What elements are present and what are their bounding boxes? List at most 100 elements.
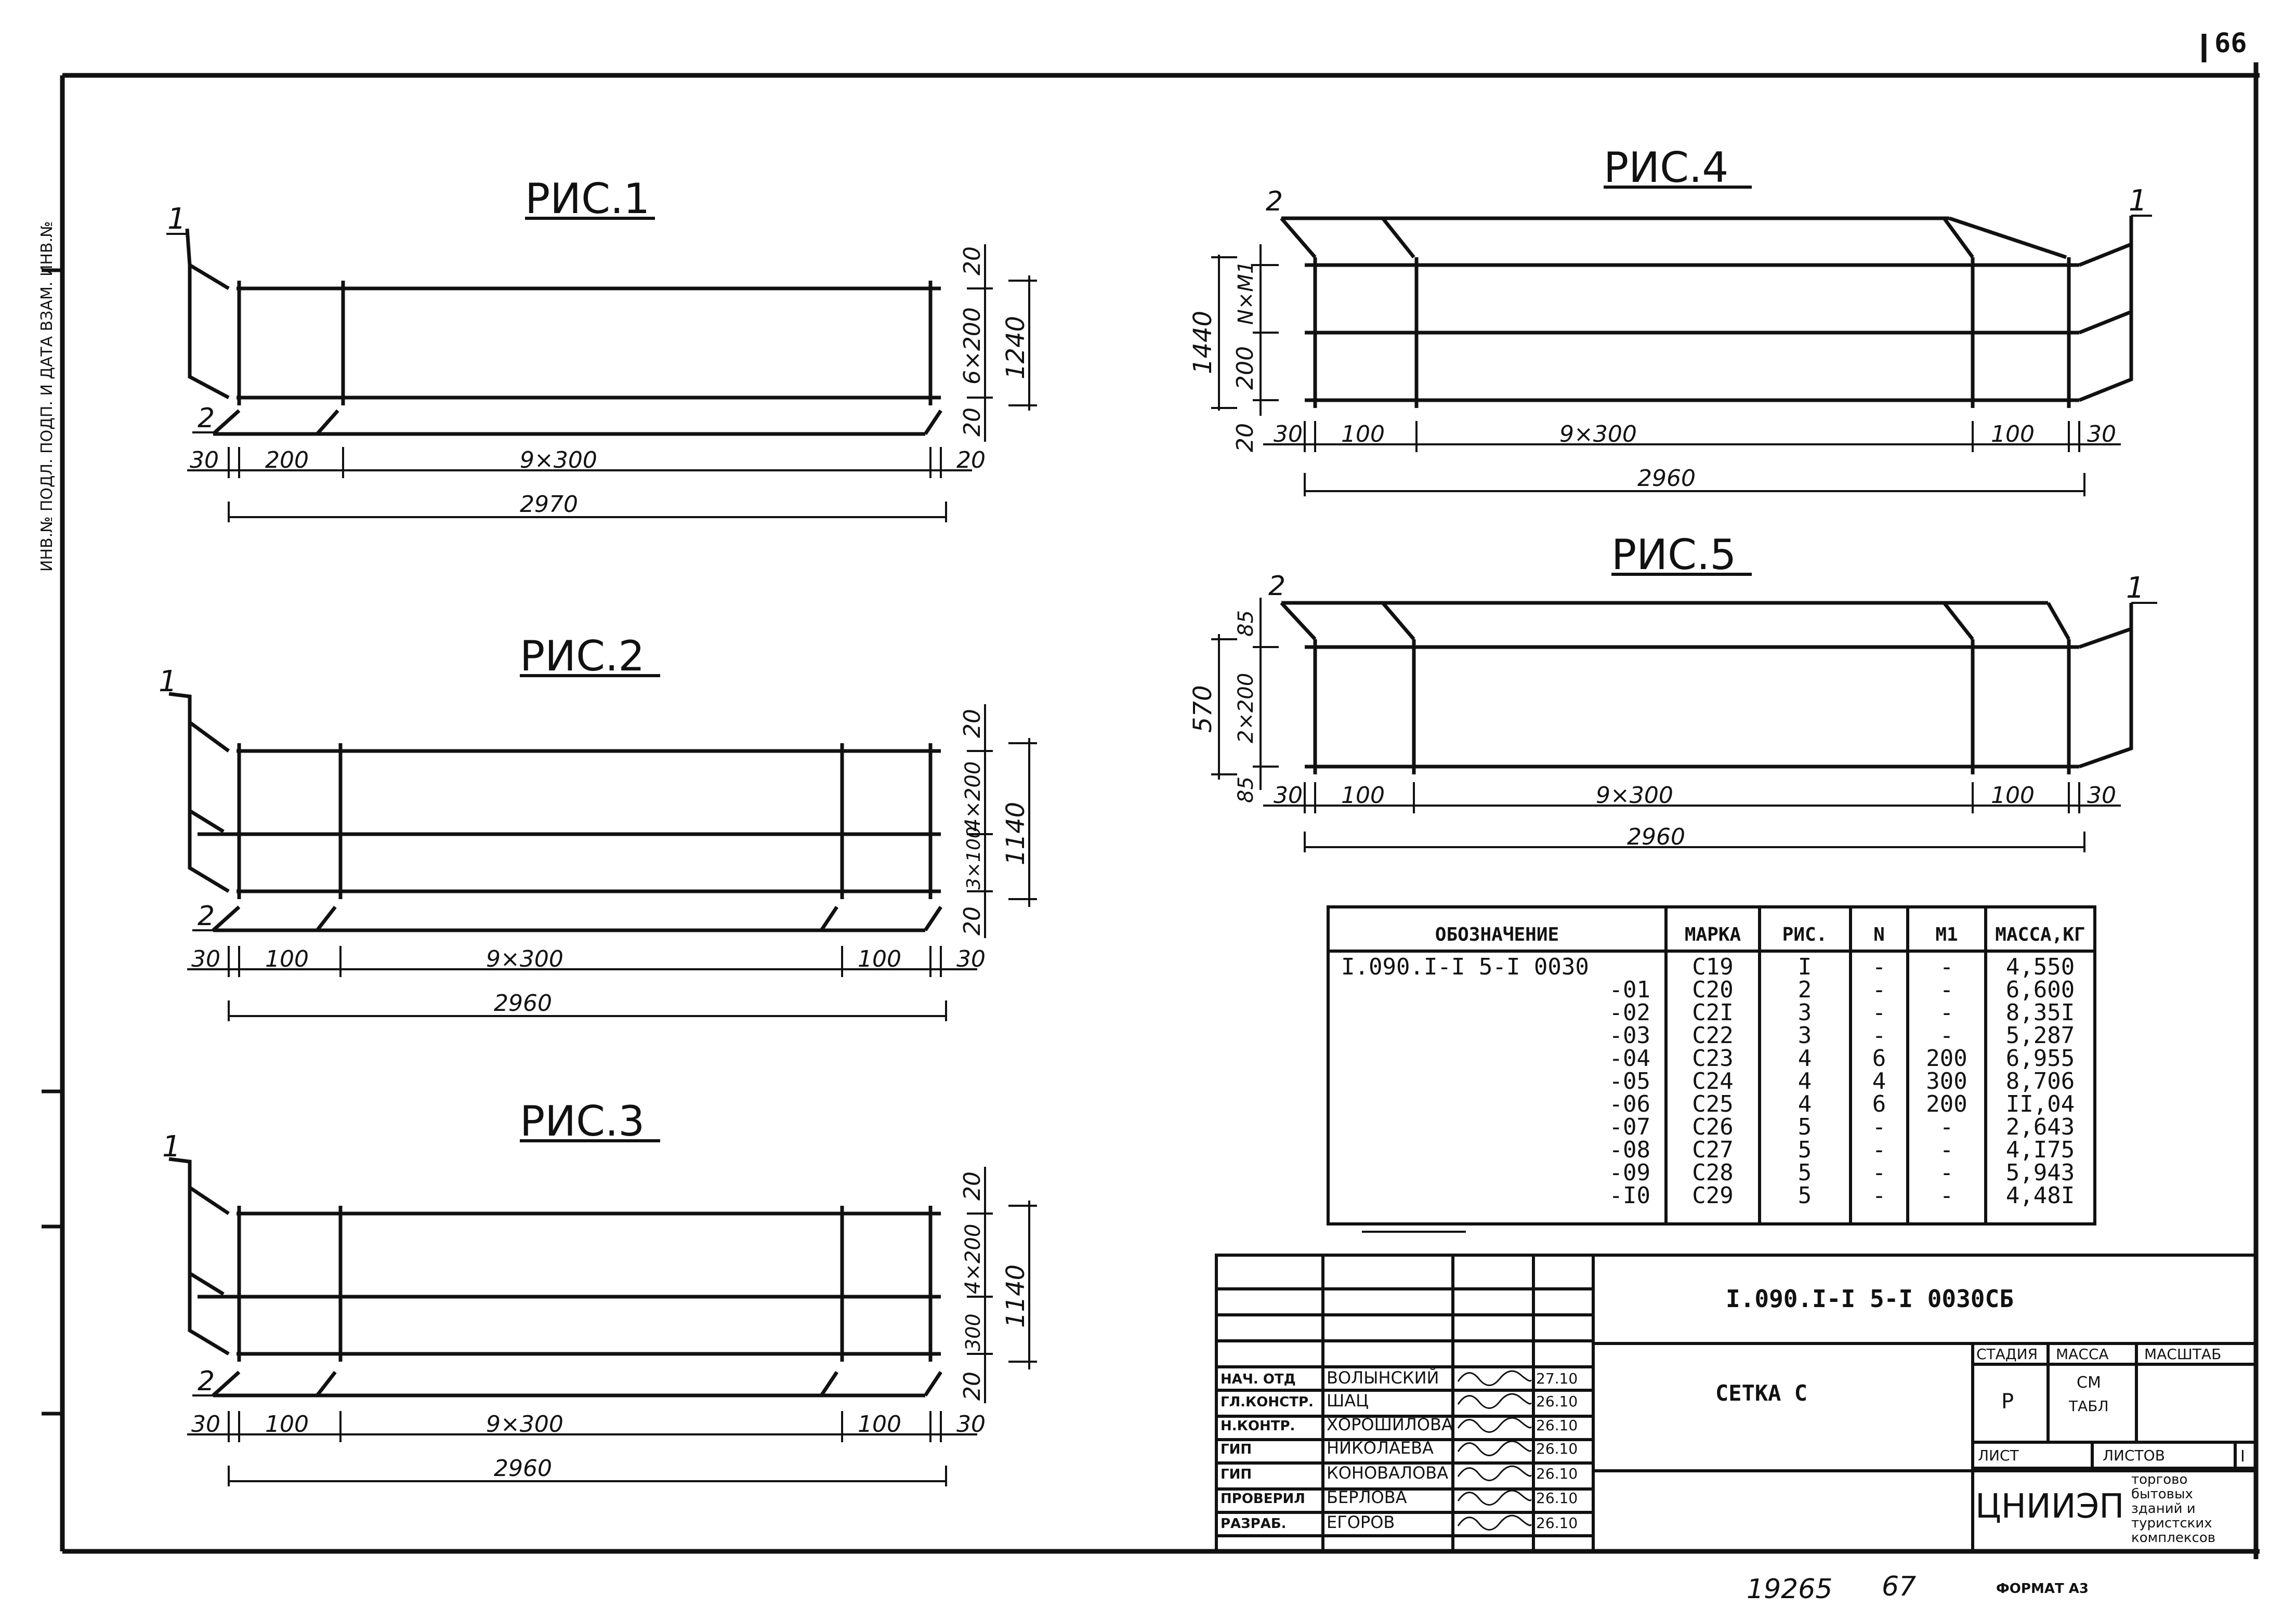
table-cell: 200 <box>1926 1091 1967 1117</box>
figure-4: РИС.4 1 2 <box>1188 143 2152 496</box>
fig3-dim-0: 30 <box>191 1411 220 1438</box>
sig-role: ГИП <box>1221 1442 1252 1457</box>
fig3-dim-3: 100 <box>858 1411 901 1438</box>
stage-value: Р <box>2001 1390 2014 1414</box>
fig1-dim-2: 9×300 <box>520 447 597 473</box>
signature-scribble <box>1457 1417 1532 1433</box>
table-cell: 6,600 <box>2006 977 2075 1003</box>
fig2-rdim-1: 4×200 <box>961 761 985 832</box>
table-cell: 200 <box>1926 1045 1967 1072</box>
doc-code: I.090.I-I 5-I 0030СБ <box>1726 1285 2014 1313</box>
org-name: ЦНИИЭП <box>1975 1487 2124 1526</box>
table-cell: 6,955 <box>2006 1045 2075 1072</box>
table-cell: - <box>1872 954 1886 980</box>
fig2-dim-4: 30 <box>956 946 986 972</box>
table-header: РИС. <box>1782 924 1828 945</box>
fig4-mark-bottom: 2 <box>1266 186 1283 217</box>
table-cell: C25 <box>1692 1091 1733 1117</box>
sheet-frame <box>42 34 2260 1559</box>
table-cell: -01 <box>1609 977 1650 1003</box>
table-header: N <box>1873 924 1885 945</box>
sig-name: НИКОЛАЕВА <box>1327 1438 1434 1458</box>
sig-date: 26.10 <box>1536 1393 1578 1410</box>
fig2-rdim-3: 20 <box>959 906 986 935</box>
fig1-rdim-1: 6×200 <box>959 307 986 385</box>
table-cell: 4 <box>1872 1068 1886 1095</box>
table-cell: C29 <box>1692 1182 1733 1209</box>
fig5-ldim-0: 85 <box>1234 610 1258 637</box>
fig4-total: 2960 <box>1637 465 1696 492</box>
fig4-ldim-0: N×M1 <box>1234 261 1258 325</box>
fig2-dim-1: 100 <box>265 946 309 972</box>
fig4-mark-top: 1 <box>2129 184 2147 218</box>
table-cell: C24 <box>1692 1068 1733 1095</box>
table-cell: I <box>1798 954 1812 980</box>
fig2-dim-3: 100 <box>858 946 901 972</box>
fig1-title: РИС.1 <box>525 175 650 223</box>
fig2-dim-0: 30 <box>191 946 220 972</box>
fig2-dim-2: 9×300 <box>486 946 563 972</box>
org-desc-line: торгово <box>2131 1472 2187 1487</box>
table-cell: -04 <box>1609 1045 1650 1072</box>
table-cell: 4,I75 <box>2006 1137 2075 1163</box>
fig4-ldim-1: 200 <box>1232 346 1258 390</box>
table-cell: 5 <box>1798 1159 1812 1186</box>
table-cell: 4 <box>1798 1091 1812 1117</box>
fig3-rdim-2: 300 <box>962 1313 985 1351</box>
fig2-rdim-0: 20 <box>959 709 986 738</box>
table-cell: - <box>1940 1114 1954 1140</box>
fig5-left-total: 570 <box>1188 685 1217 733</box>
fig5-dim-1: 100 <box>1341 782 1385 809</box>
table-cell: C19 <box>1692 954 1733 980</box>
fig4-dim-1: 100 <box>1341 421 1385 447</box>
figure-2: РИС.2 1 2 <box>159 632 1037 1021</box>
table-cell: - <box>1872 999 1886 1026</box>
table-cell: 4,48I <box>2006 1182 2075 1209</box>
table-cell: 4 <box>1798 1068 1812 1095</box>
table-cell: -I0 <box>1609 1182 1650 1209</box>
table-cell: 5 <box>1798 1114 1812 1140</box>
sig-name: ХОРОШИЛОВА <box>1327 1415 1453 1434</box>
fig3-dim-2: 9×300 <box>486 1411 563 1438</box>
fig3-dim-1: 100 <box>265 1411 309 1438</box>
sig-date: 26.10 <box>1536 1440 1578 1457</box>
stage-label: СТАДИЯ <box>1976 1346 2038 1363</box>
signature-scribble <box>1457 1370 1532 1386</box>
org-desc-line: комплексов <box>2131 1530 2215 1546</box>
table-cell: - <box>1940 954 1954 980</box>
bottom-page: 67 <box>1882 1571 1916 1602</box>
fig4-title: РИС.4 <box>1604 143 1728 192</box>
fig1-rdim-0: 20 <box>959 246 986 275</box>
table-cell: 8,35I <box>2006 999 2075 1026</box>
table-cell: 5,287 <box>2006 1022 2075 1049</box>
fig1-dim-1: 200 <box>265 447 309 473</box>
sig-role: НАЧ. ОТД <box>1221 1372 1296 1387</box>
table-cell: C22 <box>1692 1022 1733 1049</box>
fig5-mark-top: 1 <box>2126 571 2145 605</box>
fig5-dim-4: 30 <box>2087 782 2116 809</box>
fig4-left-total: 1440 <box>1188 311 1217 374</box>
fig4-dim-2: 9×300 <box>1559 421 1637 447</box>
sig-name: БЕРЛОВА <box>1327 1487 1407 1507</box>
table-cell: - <box>1872 1182 1886 1209</box>
sig-name: КОНОВАЛОВА <box>1327 1463 1448 1483</box>
table-cell: 300 <box>1926 1068 1967 1095</box>
fig4-dim-0: 30 <box>1274 421 1303 447</box>
sig-role: ПРОВЕРИЛ <box>1221 1491 1305 1507</box>
fig2-total: 2960 <box>494 990 552 1017</box>
fig3-dim-4: 30 <box>956 1411 986 1438</box>
page-number: 66 <box>2214 28 2247 59</box>
fig2-title: РИС.2 <box>520 632 645 680</box>
signature-scribble <box>1457 1393 1532 1409</box>
figure-1: РИС.1 1 2 <box>166 175 1037 522</box>
sheet-label: ЛИСТ <box>1978 1447 2019 1464</box>
fig4-dim-3: 100 <box>1991 421 2035 447</box>
table-cell: 5,943 <box>2006 1159 2075 1186</box>
fig4-dim-4: 30 <box>2087 421 2116 447</box>
table-cell: 2,643 <box>2006 1114 2075 1140</box>
fig2-rdim-2: 3×100 <box>963 826 985 890</box>
signature-scribble <box>1457 1490 1532 1506</box>
table-cell: -09 <box>1609 1159 1650 1186</box>
